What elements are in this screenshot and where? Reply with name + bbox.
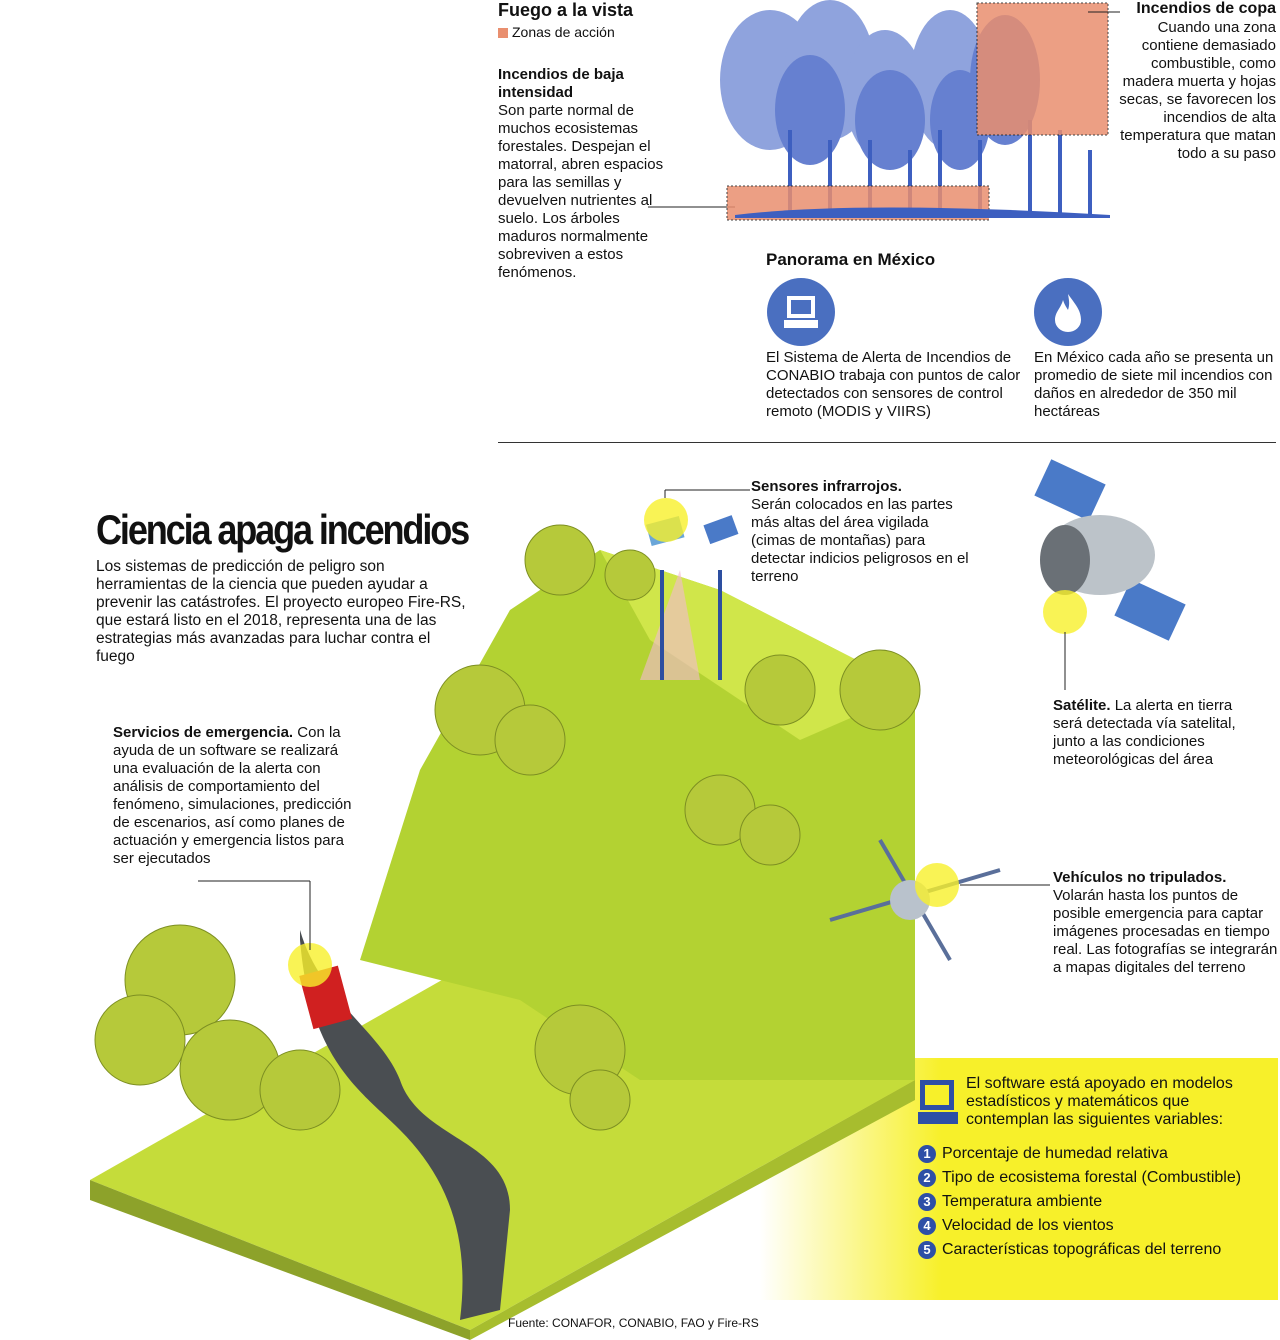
baja-text: Son parte normal de muchos ecosistemas f…: [498, 102, 664, 281]
number-badge: 2: [918, 1169, 936, 1187]
sensores-text: Serán colocados en las partes más altas …: [751, 496, 969, 585]
vehiculos-text: Volarán hasta los puntos de posible emer…: [1053, 887, 1278, 976]
software-intro: El software está apoyado en modelos esta…: [966, 1075, 1233, 1128]
variable-label: Porcentaje de humedad relativa: [942, 1145, 1168, 1162]
variables-list: 1 Porcentaje de humedad relativa 2 Tipo de…: [918, 1142, 1241, 1262]
computer-icon: [918, 1080, 958, 1124]
panorama-item-1: El Sistema de Alerta de Incendios de CON…: [766, 349, 1021, 420]
computer-icon: [767, 278, 835, 346]
variable-item: 4 Velocidad de los vientos: [918, 1214, 1241, 1238]
copa-title: Incendios de copa: [1136, 0, 1276, 17]
number-badge: 1: [918, 1145, 936, 1163]
variable-item: 3 Temperatura ambiente: [918, 1190, 1241, 1214]
number-badge: 5: [918, 1241, 936, 1259]
variable-item: 5 Características topográficas del terren…: [918, 1238, 1241, 1262]
main-title: Ciencia apaga incendios: [96, 506, 470, 553]
fire-icon: [1034, 278, 1102, 346]
variable-label: Tipo de ecosistema forestal (Combustible…: [942, 1169, 1242, 1186]
sensores-title: Sensores infrarrojos.: [751, 478, 902, 495]
divider: [498, 442, 1276, 443]
hill-illustration: [90, 459, 1278, 1340]
source: Fuente: CONAFOR, CONABIO, FAO y Fire-RS: [508, 1316, 759, 1330]
forest-illustration: [648, 0, 1120, 221]
baja-title: Incendios de baja intensidad: [498, 66, 624, 101]
variable-item: 1 Porcentaje de humedad relativa: [918, 1142, 1241, 1166]
servicios-text: Con la ayuda de un software se realizará…: [113, 724, 352, 867]
panorama-item-2: En México cada año se presenta un promed…: [1034, 349, 1274, 420]
drone-illustration: [829, 838, 1001, 962]
legend-swatch-icon: [498, 28, 508, 38]
variable-label: Velocidad de los vientos: [942, 1217, 1114, 1234]
vehiculos-title: Vehículos no tripulados.: [1053, 869, 1227, 886]
number-badge: 3: [918, 1193, 936, 1211]
satelite-callout: Satélite. La alerta en tierra será detec…: [1053, 697, 1263, 769]
variable-item: 2 Tipo de ecosistema forestal (Combustibl…: [918, 1166, 1241, 1190]
variable-label: Características topográficas del terreno: [942, 1241, 1222, 1258]
satelite-text: La alerta en tierra será detectada vía s…: [1053, 697, 1236, 768]
panorama-title: Panorama en México: [766, 250, 936, 269]
copa-text: Cuando una zona contiene demasiado combu…: [1119, 19, 1276, 162]
variable-label: Temperatura ambiente: [942, 1193, 1103, 1210]
section-title-fuego: Fuego a la vista: [498, 0, 634, 20]
legend-label: Zonas de acción: [512, 24, 615, 40]
number-badge: 4: [918, 1217, 936, 1235]
servicios-callout: Servicios de emergencia. Con la ayuda de…: [113, 724, 358, 868]
satelite-title: Satélite.: [1053, 697, 1111, 714]
sensores-callout: Sensores infrarrojos.Serán colocados en …: [751, 478, 971, 586]
main-intro: Los sistemas de predicción de peligro so…: [96, 558, 466, 665]
satellite-illustration: [1034, 459, 1186, 690]
vehiculos-callout: Vehículos no tripulados.Volarán hasta lo…: [1053, 869, 1278, 977]
servicios-title: Servicios de emergencia.: [113, 724, 294, 741]
legend: Zonas de acción: [498, 24, 615, 40]
